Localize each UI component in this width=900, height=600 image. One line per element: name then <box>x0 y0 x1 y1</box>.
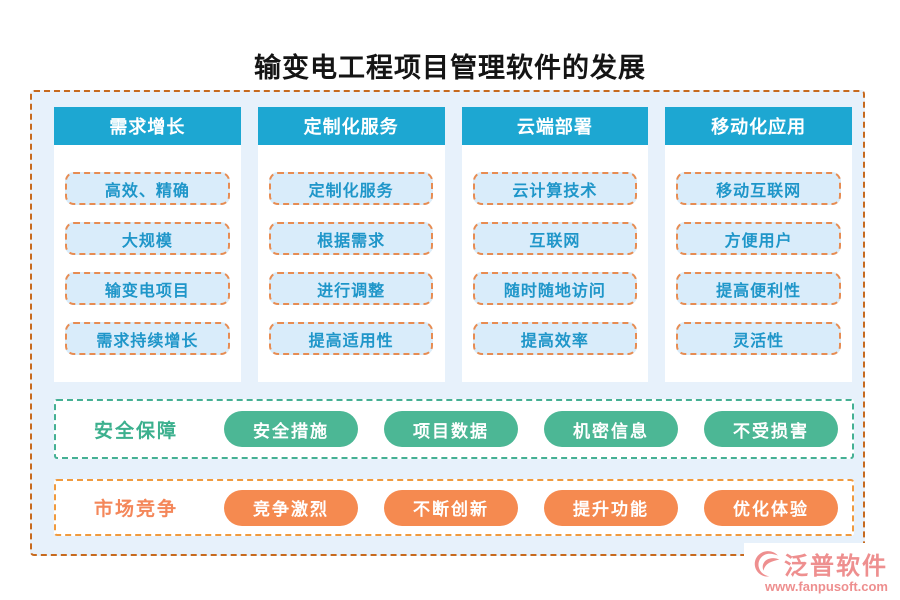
column-header: 移动化应用 <box>665 107 852 145</box>
column-body: 云计算技术 互联网 随时随地访问 提高效率 <box>462 145 649 382</box>
feature-pill: 移动互联网 <box>676 172 841 205</box>
fanpu-logo: 泛普软件 www.fanpusoft.com <box>744 543 894 596</box>
feature-pill: 进行调整 <box>268 272 434 305</box>
feature-pill: 互联网 <box>472 222 638 255</box>
feature-pill: 提高便利性 <box>676 272 841 305</box>
market-competition-band: 市场竞争 竞争激烈 不断创新 提升功能 优化体验 <box>54 479 854 536</box>
feature-pill: 云计算技术 <box>472 172 638 205</box>
feature-pill: 提高适用性 <box>268 322 434 355</box>
feature-columns: 需求增长 高效、精确 大规模 输变电项目 需求持续增长 定制化服务 定制化服务 … <box>54 107 852 382</box>
tag-pill: 提升功能 <box>544 489 678 526</box>
tag-pill: 安全措施 <box>224 411 358 447</box>
fanpu-logo-row: 泛普软件 <box>750 546 888 581</box>
column-header: 云端部署 <box>461 107 649 145</box>
feature-pill: 需求持续增长 <box>65 322 230 355</box>
column-customization: 定制化服务 定制化服务 根据需求 进行调整 提高适用性 <box>257 107 445 382</box>
feature-pill: 方便用户 <box>676 222 841 255</box>
tag-pill: 机密信息 <box>544 411 678 447</box>
tag-pill: 不断创新 <box>384 489 518 526</box>
feature-pill: 提高效率 <box>472 322 638 355</box>
feature-pill: 输变电项目 <box>65 272 230 305</box>
column-body: 高效、精确 大规模 输变电项目 需求持续增长 <box>54 145 241 382</box>
column-mobile-apps: 移动化应用 移动互联网 方便用户 提高便利性 灵活性 <box>665 107 852 382</box>
tag-pill: 不受损害 <box>704 411 838 447</box>
feature-pill: 大规模 <box>65 222 230 255</box>
tag-pill: 项目数据 <box>384 411 518 447</box>
band-label: 安全保障 <box>94 420 179 442</box>
feature-pill: 根据需求 <box>268 222 434 255</box>
column-cloud-deployment: 云端部署 云计算技术 互联网 随时随地访问 提高效率 <box>461 107 649 382</box>
page-title: 输变电工程项目管理软件的发展 <box>254 53 646 84</box>
feature-pill: 高效、精确 <box>65 172 230 205</box>
tag-pill: 竞争激烈 <box>224 489 358 526</box>
feature-pill: 灵活性 <box>676 322 841 355</box>
fanpu-swoosh-icon <box>754 550 780 576</box>
security-band: 安全保障 安全措施 项目数据 机密信息 不受损害 <box>54 399 854 459</box>
feature-pill: 定制化服务 <box>268 172 434 205</box>
feature-pill: 随时随地访问 <box>472 272 638 305</box>
band-label: 市场竞争 <box>94 499 179 520</box>
brand-name: 泛普软件 <box>784 553 888 580</box>
brand-website: www.fanpusoft.com <box>764 579 888 594</box>
tag-pill: 优化体验 <box>704 489 838 526</box>
main-panel: 需求增长 高效、精确 大规模 输变电项目 需求持续增长 定制化服务 定制化服务 … <box>30 90 865 556</box>
column-body: 定制化服务 根据需求 进行调整 提高适用性 <box>258 145 445 382</box>
column-header: 需求增长 <box>54 107 241 145</box>
column-body: 移动互联网 方便用户 提高便利性 灵活性 <box>665 145 852 382</box>
column-demand-growth: 需求增长 高效、精确 大规模 输变电项目 需求持续增长 <box>54 107 241 382</box>
column-header: 定制化服务 <box>257 107 445 145</box>
